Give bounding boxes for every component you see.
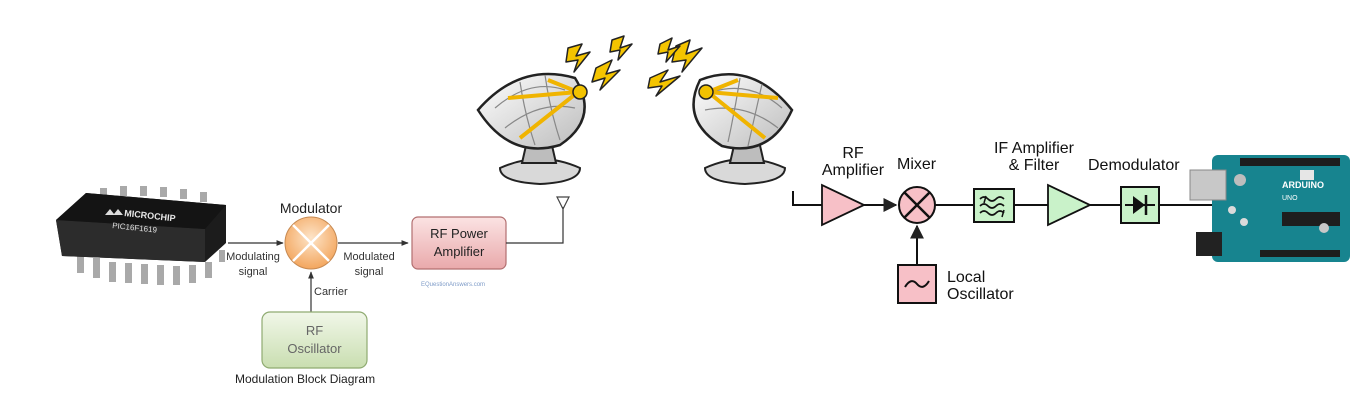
modulator-symbol — [284, 216, 338, 270]
mixer-symbol — [898, 186, 936, 224]
mixer-label: Mixer — [897, 156, 937, 173]
rf-oscillator-block — [261, 311, 368, 369]
rx-input-line — [792, 191, 822, 206]
demodulator-label: Demodulator — [1088, 157, 1180, 174]
local-oscillator-block — [897, 264, 937, 304]
rf-amplifier-label: RF Amplifier — [821, 145, 885, 179]
rf-oscillator-label: RF Oscillator — [287, 323, 342, 356]
board-model-text: UNO — [1282, 195, 1298, 202]
arduino-uno-board-image: ARDUINO UNO — [1189, 155, 1350, 262]
lightning-bolt-icons — [565, 35, 703, 97]
transmit-dish-icon — [476, 72, 588, 186]
watermark-text: EQuestionAnswers.com — [421, 282, 486, 288]
demodulator-diode-block — [1120, 186, 1160, 224]
antenna-icon — [556, 196, 570, 211]
carrier-label: Carrier — [314, 286, 348, 298]
antenna-feed-line — [506, 207, 564, 244]
rf-power-amplifier-label: RF Power Amplifier — [430, 226, 488, 259]
diagram-caption: Modulation Block Diagram — [235, 372, 376, 386]
if-filter-block — [973, 188, 1015, 223]
receive-dish-icon — [692, 73, 794, 186]
pic-microcontroller-image: MICROCHIP PIC16F1619 — [56, 186, 226, 285]
modulated-signal-label: Modulated signal — [343, 251, 395, 278]
rf-amplifier-triangle — [821, 183, 867, 227]
board-brand-text: ARDUINO — [1282, 180, 1324, 190]
if-amplifier-filter-label: IF Amplifier & Filter — [993, 140, 1074, 174]
if-amplifier-triangle — [1047, 183, 1093, 227]
modulator-title: Modulator — [279, 200, 343, 216]
modulating-signal-label: Modulating signal — [226, 251, 280, 278]
local-oscillator-label: Local Oscillator — [947, 269, 1014, 303]
